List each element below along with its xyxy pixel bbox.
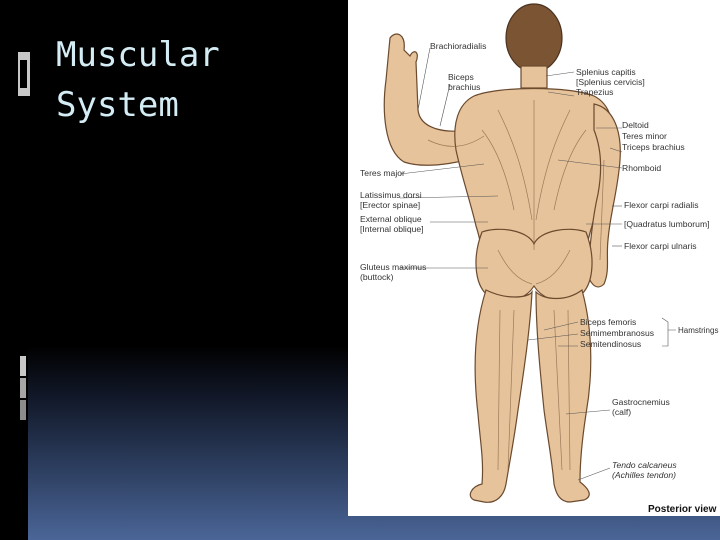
right-leg <box>535 288 592 503</box>
right-labels: Splenius capitis[Splenius cervicis]Trape… <box>576 67 718 480</box>
label-brachioradialis: Brachioradialis <box>430 41 486 51</box>
muscle-striations <box>427 100 605 471</box>
left-leg <box>469 289 533 503</box>
label-flexor-carpi-ulnaris: Flexor carpi ulnaris <box>624 241 697 251</box>
label-rhomboid: Rhomboid <box>622 163 661 173</box>
body-figure <box>383 3 621 503</box>
label-external-oblique: External oblique[Internal oblique] <box>360 214 424 234</box>
label-latissimus-dorsi: Latissimus dorsi[Erector spinae] <box>360 190 422 210</box>
label-quadratus-lumborum: [Quadratus lumborum] <box>624 219 710 229</box>
accent-square-3 <box>20 400 26 420</box>
leader-lines <box>399 47 676 481</box>
accent-square-2 <box>20 378 26 398</box>
accent-square-1 <box>20 356 26 376</box>
neck <box>520 65 548 89</box>
label-hamstrings: Hamstrings <box>678 326 718 335</box>
label-gastrocnemius: Gastrocnemius(calf) <box>612 397 670 417</box>
label-flexor-carpi-radialis: Flexor carpi radialis <box>624 200 699 210</box>
title-accent-bar <box>18 52 30 96</box>
label-teres-major: Teres major <box>360 168 405 178</box>
label-splenius-capitis: Splenius capitis[Splenius cervicis]Trape… <box>576 67 645 97</box>
slide-title: Muscular System <box>56 35 220 125</box>
figure-caption: Posterior view <box>648 504 717 515</box>
hair <box>505 3 563 73</box>
label-gluteus-maximus: Gluteus maximus(buttock) <box>360 262 426 282</box>
lowered-arm <box>587 103 621 288</box>
label-tendo-calcaneus: Tendo calcaneus(Achilles tendon) <box>612 460 677 480</box>
